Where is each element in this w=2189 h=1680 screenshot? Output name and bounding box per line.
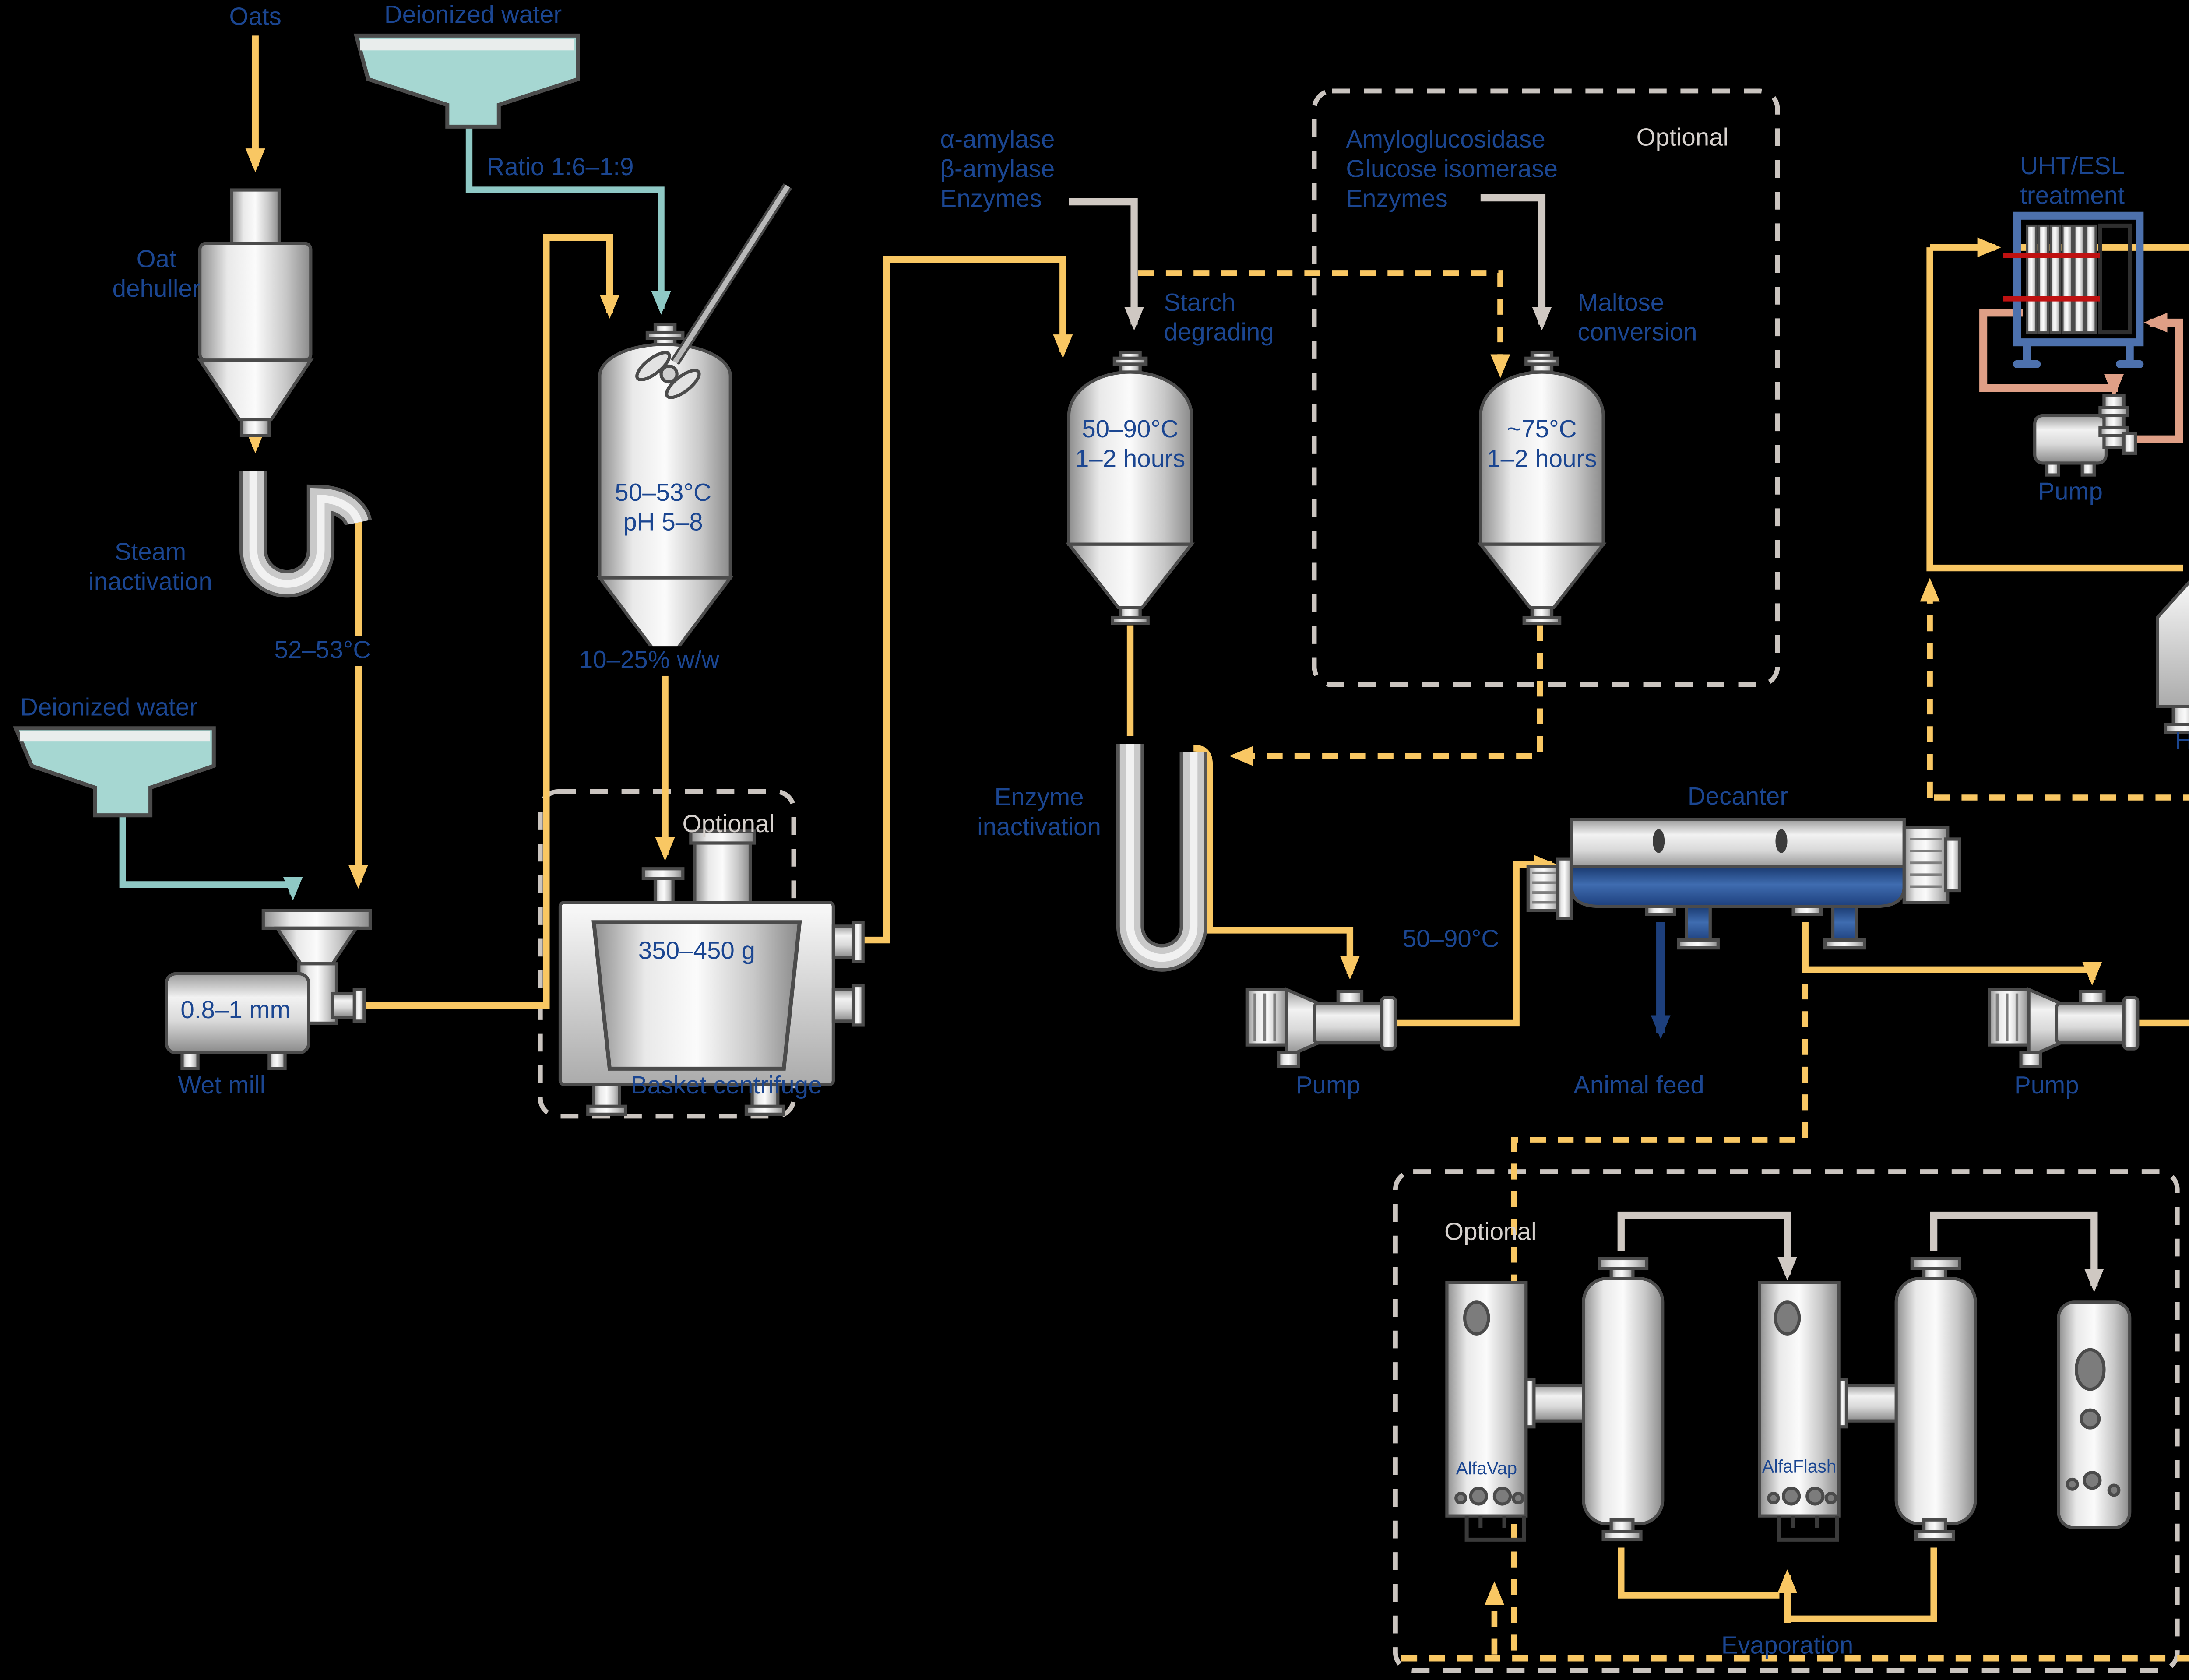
maltose-conversion-tank [1477, 351, 1607, 625]
mixing-tank [596, 183, 792, 669]
label-starch-degrading: Starch degrading [1164, 289, 1274, 347]
line-gluco-enzymes-in [1480, 194, 1552, 331]
label-animal-feed: Animal feed [1573, 1072, 1704, 1100]
line-uht-heating-supply [1979, 309, 2124, 398]
label-optional-centrifuge: Optional [682, 810, 775, 838]
label-temp-52-53: 52–53°C [268, 636, 377, 666]
label-centrifuge-force: 350–450 g [638, 937, 756, 965]
label-evaporation: Evaporation [1721, 1631, 1854, 1659]
label-optional-maltose: Optional [1636, 123, 1729, 151]
label-alfaflash: AlfaFlash [1762, 1456, 1837, 1476]
wet-mill [165, 909, 372, 1071]
label-enzyme-inactivation: Enzyme inactivation [977, 784, 1101, 841]
oat-dehuller [197, 188, 314, 437]
label-temp-50-90: 50–90°C [1402, 925, 1499, 953]
label-starch-conditions: 50–90°C 1–2 hours [1075, 415, 1186, 473]
evaporation-unit [1445, 1257, 2132, 1542]
label-decanter: Decanter [1687, 783, 1788, 811]
line-evap-vapor-1 [1617, 1211, 1798, 1281]
line-water-to-wetmill [119, 815, 303, 901]
decanter [1526, 818, 1961, 950]
line-water-to-mixtank [465, 127, 671, 315]
dashed-feed-maltose [1138, 270, 1510, 378]
label-basket-centrifuge: Basket centrifuge [630, 1072, 822, 1100]
line-wetmill-to-mixtank [364, 234, 620, 1009]
line-evap-col2-out [1791, 1547, 1937, 1622]
label-uht-treatment: UHT/ESL treatment [2020, 152, 2125, 210]
dashed-maltose-return [1229, 625, 1543, 766]
alfavap-unit [1445, 1281, 1589, 1542]
label-wet-mill-gap: 0.8–1 mm [180, 996, 291, 1024]
line-centrifuge-to-starchtank [861, 256, 1073, 944]
label-pump-uht: Pump [2038, 478, 2103, 506]
basket-centrifuge [558, 829, 865, 1116]
pump-uht [2033, 394, 2137, 477]
line-pump2-to-cooling-bottom [2137, 1019, 2189, 1027]
evaporator-column-2 [1894, 1257, 1977, 1542]
label-optional-evaporation: Optional [1444, 1218, 1537, 1246]
line-homogenizer-out [1926, 247, 2183, 572]
label-maltose-conditions: ~75°C 1–2 hours [1487, 415, 1597, 473]
alfaflash-unit [1758, 1281, 1902, 1542]
steam-inactivation-utube [239, 471, 372, 598]
label-dry-matter: 10–25% w/w [573, 646, 725, 676]
label-maltose-conversion: Maltose conversion [1577, 289, 1697, 347]
label-oats: Oats [229, 3, 282, 31]
line-decanter-to-pump2 [1802, 922, 2102, 986]
homogenizer [2156, 580, 2189, 734]
uht-heat-exchanger [2003, 211, 2144, 368]
label-steam-inactivation: Steam inactivation [88, 538, 212, 596]
optional-box-maltose [1312, 88, 1780, 687]
line-evap-col1-out [1618, 1547, 1780, 1599]
line-inactivation-to-pump1 [1193, 745, 1360, 980]
label-deionized-water-left: Deionized water [20, 693, 198, 721]
condensate-vessel [2057, 1300, 2132, 1529]
label-amylase-enzymes: α-amylase β-amylase Enzymes [940, 126, 1055, 213]
label-pump-2: Pump [2014, 1072, 2079, 1100]
evaporator-column-1 [1582, 1257, 1665, 1542]
pump-1 [1245, 987, 1397, 1068]
pump-2 [1988, 987, 2140, 1068]
line-amylase-enzymes-in [1069, 198, 1144, 331]
line-uht-heating-return [2136, 313, 2183, 443]
enzyme-inactivation-utube [1116, 744, 1207, 972]
label-pump-1: Pump [1295, 1072, 1361, 1100]
label-deionized-water-top: Deionized water [384, 1, 562, 29]
label-homogenizer: Homogenizer [2175, 728, 2189, 757]
deionized-water-funnel-top [353, 33, 580, 129]
label-oat-dehuller: Oat dehuller [112, 245, 201, 303]
label-ratio: Ratio 1:6–1:9 [486, 153, 634, 181]
dashed-evaporation-loop [1401, 794, 2189, 1662]
deionized-water-funnel-left [13, 726, 216, 818]
line-pump1-to-decanter [1397, 855, 1558, 1027]
line-evap-vapor-2 [1930, 1211, 2104, 1293]
stirrer [635, 183, 792, 399]
label-mixing-conditions: 50–53°C pH 5–8 [615, 479, 711, 537]
starch-degrading-tank [1065, 351, 1195, 625]
label-wet-mill: Wet mill [178, 1072, 266, 1100]
label-gluco-enzymes: Amyloglucosidase Glucose isomerase Enzym… [1346, 126, 1558, 213]
label-alfavap: AlfaVap [1456, 1459, 1517, 1479]
